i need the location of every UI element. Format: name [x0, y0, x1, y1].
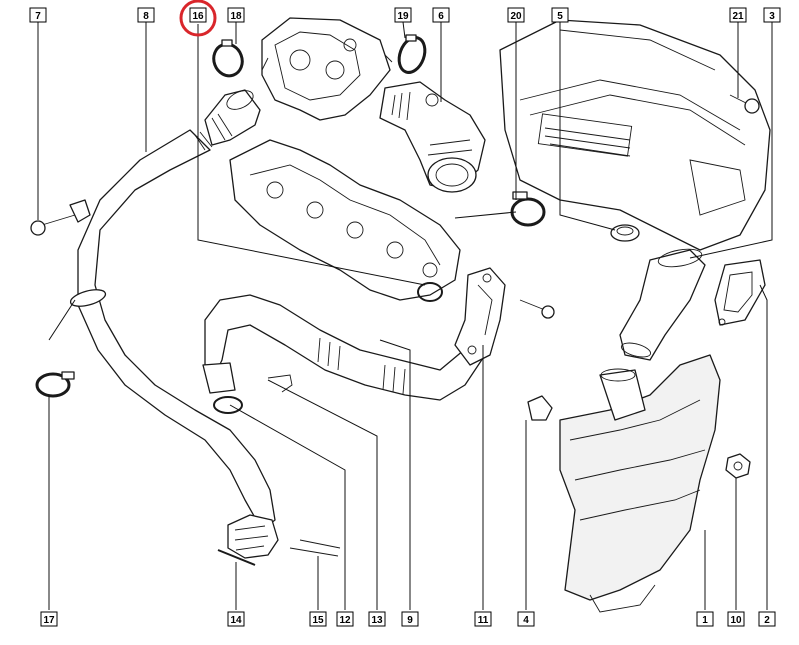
callout-box: [368, 611, 386, 627]
callout-label: 18: [230, 11, 242, 22]
clamp-19: [397, 34, 427, 74]
clamp-18: [212, 39, 244, 78]
callout-box: [507, 7, 525, 23]
callout-21: 21: [729, 7, 747, 23]
callout-label: 5: [557, 11, 563, 22]
callout-box: [336, 611, 354, 627]
callout-label: 13: [371, 615, 383, 626]
callout-label: 3: [769, 11, 775, 22]
callout-label: 15: [312, 615, 324, 626]
callout-box: [401, 611, 419, 627]
callout-label: 16: [192, 11, 204, 22]
air-filter-box: [499, 19, 771, 251]
callout-label: 20: [510, 11, 522, 22]
callout-box: [551, 7, 569, 23]
callout-label: 10: [730, 615, 742, 626]
oring-14: [217, 549, 256, 566]
callouts-bottom: 17 14 15 12 13 9 11 4 1 10 2: [40, 611, 776, 627]
callout-label: 4: [523, 615, 529, 626]
callout-14: 14: [227, 611, 245, 627]
intercooler-pipe: [202, 294, 493, 401]
turbo-inlet-hose: [379, 81, 486, 193]
clamp-20: [510, 191, 546, 227]
callout-label: 8: [143, 11, 149, 22]
callout-box: [696, 611, 714, 627]
callout-12: 12: [336, 611, 354, 627]
callout-2: 2: [758, 611, 776, 627]
wire-clip-15: [289, 539, 341, 557]
oring-16: [417, 282, 443, 302]
bolt-right: [519, 299, 555, 319]
callout-17: 17: [40, 611, 58, 627]
callout-label: 19: [397, 11, 409, 22]
short-hose: [204, 89, 261, 146]
callout-box: [40, 611, 58, 627]
callout-8: 8: [137, 7, 155, 23]
leader-lines: [37, 21, 773, 610]
bolt-21: [729, 94, 760, 114]
callout-label: 7: [35, 11, 41, 22]
sensor: [527, 395, 553, 421]
bolt-7: [30, 199, 91, 236]
callout-19: 19: [394, 7, 412, 23]
callout-5: 5: [551, 7, 569, 23]
callout-9: 9: [401, 611, 419, 627]
callout-4: 4: [517, 611, 535, 627]
outlet-connector: [227, 514, 279, 559]
elbow-hose: [619, 248, 706, 361]
callout-label: 12: [339, 615, 351, 626]
callout-6: 6: [432, 7, 450, 23]
highlight-circle: [179, 0, 217, 37]
callout-label: 6: [438, 11, 444, 22]
clamp-17: [35, 371, 75, 398]
callout-20: 20: [507, 7, 525, 23]
callout-3: 3: [763, 7, 781, 23]
nut: [725, 453, 751, 479]
callout-11: 11: [474, 611, 492, 627]
callout-10: 10: [727, 611, 745, 627]
callout-label: 21: [732, 11, 744, 22]
callout-box: [227, 7, 245, 23]
callout-box: [394, 7, 412, 23]
callout-18: 18: [227, 7, 245, 23]
callout-13: 13: [368, 611, 386, 627]
callout-15: 15: [309, 611, 327, 627]
callout-box: [309, 611, 327, 627]
pipe-bracket: [454, 267, 506, 366]
callout-16: 16: [189, 7, 207, 23]
callout-box: [517, 611, 535, 627]
callout-box: [432, 7, 450, 23]
callout-1: 1: [696, 611, 714, 627]
resonator: [559, 354, 721, 613]
cylinder-manifold: [229, 139, 461, 301]
callout-label: 1: [702, 615, 708, 626]
wire-clip-13: [267, 374, 293, 393]
callout-box: [727, 611, 745, 627]
callouts-top: 7 8 16 18 19 6 20 5 21 3: [29, 7, 781, 23]
gasket: [714, 259, 766, 326]
callout-label: 11: [478, 615, 489, 626]
callout-label: 2: [764, 615, 770, 626]
callout-box: [227, 611, 245, 627]
callout-box: [763, 7, 781, 23]
callout-box: [137, 7, 155, 23]
callout-box: [29, 7, 47, 23]
callout-label: 17: [43, 615, 55, 626]
callout-label: 14: [230, 615, 242, 626]
callout-box: [729, 7, 747, 23]
callout-box: [189, 7, 207, 23]
long-hose: [69, 129, 276, 531]
callout-box: [758, 611, 776, 627]
cap-5: [610, 224, 640, 242]
callout-label: 9: [407, 615, 413, 626]
callout-7: 7: [29, 7, 47, 23]
oring-12: [213, 396, 243, 414]
intake-manifold: [261, 17, 393, 121]
callout-box: [474, 611, 492, 627]
